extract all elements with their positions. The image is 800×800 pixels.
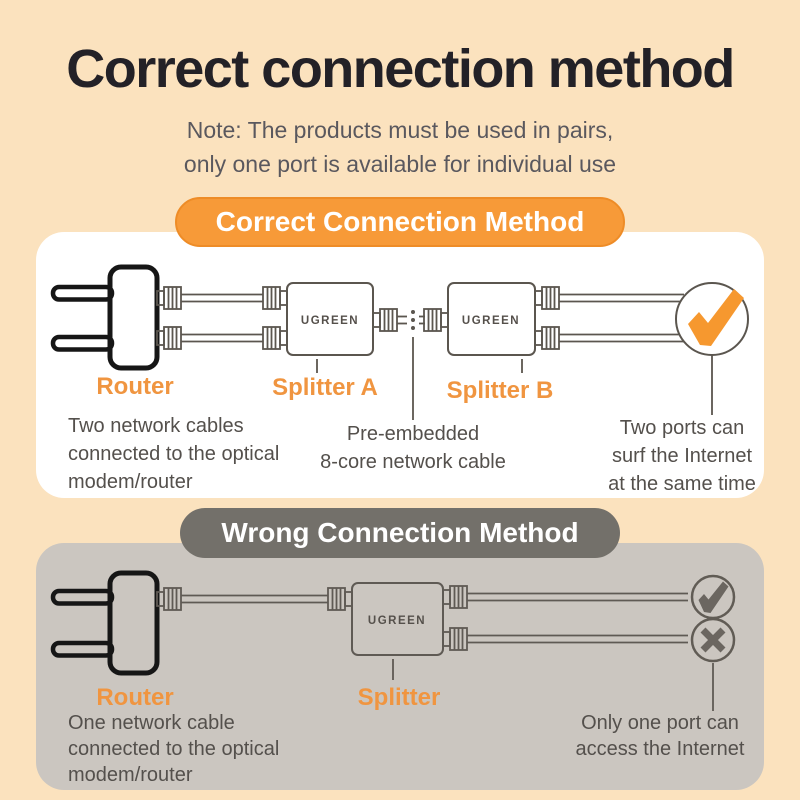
output-cable-top bbox=[442, 585, 688, 609]
brand-logo-splitter-b: UGREEN bbox=[462, 315, 520, 327]
correct-desc-right: Two ports can surf the Internet at the s… bbox=[608, 417, 756, 495]
correct-method-badge: Correct Connection Method bbox=[175, 197, 625, 247]
note-line-1: Note: The products must be used in pairs… bbox=[186, 117, 614, 143]
wrong-splitter-label: Splitter bbox=[357, 684, 441, 711]
output-cable-bottom bbox=[442, 627, 688, 651]
single-network-cable bbox=[156, 587, 353, 611]
output-cable-bottom bbox=[534, 326, 684, 350]
note-text: Note: The products must be used in pairs… bbox=[0, 113, 800, 181]
wrong-method-badge: Wrong Connection Method bbox=[180, 508, 620, 558]
network-cable-top bbox=[156, 286, 288, 310]
wrong-connection-diagram: UGREEN bbox=[50, 570, 736, 711]
port-ok-check-icon bbox=[690, 574, 736, 620]
pointer-lines bbox=[316, 337, 713, 420]
port-blocked-x-icon bbox=[690, 617, 736, 663]
splitter-a-box: UGREEN bbox=[286, 282, 374, 356]
brand-logo-splitter-a: UGREEN bbox=[301, 315, 359, 327]
correct-desc-left: Two network cables connected to the opti… bbox=[68, 415, 280, 493]
brand-logo-splitter: UGREEN bbox=[368, 615, 426, 627]
pre-embedded-cable bbox=[372, 308, 449, 332]
splitter-b-box: UGREEN bbox=[447, 282, 536, 356]
output-cable-top bbox=[534, 286, 684, 310]
splitter-a-label: Splitter A bbox=[272, 374, 378, 401]
network-cable-bottom bbox=[156, 326, 288, 350]
correct-router-label: Router bbox=[96, 373, 174, 400]
correct-connection-diagram: UGREEN UGREEN bbox=[50, 264, 749, 420]
pointer-lines bbox=[392, 659, 714, 711]
splitter-b-label: Splitter B bbox=[446, 377, 554, 404]
wrong-desc-left: One network cable connected to the optic… bbox=[68, 712, 280, 786]
wrong-router-label: Router bbox=[96, 684, 174, 711]
router-plug-icon bbox=[50, 570, 160, 676]
splitter-box: UGREEN bbox=[351, 582, 444, 656]
success-check-icon bbox=[675, 282, 749, 356]
page-title: Correct connection method bbox=[66, 39, 735, 99]
wrong-desc-right: Only one port can access the Internet bbox=[575, 712, 745, 760]
correct-desc-middle: Pre-embedded 8-core network cable bbox=[320, 423, 506, 473]
cable-break-dots bbox=[411, 310, 415, 330]
note-line-2: only one port is available for individua… bbox=[183, 151, 617, 177]
router-plug-icon bbox=[50, 264, 160, 371]
